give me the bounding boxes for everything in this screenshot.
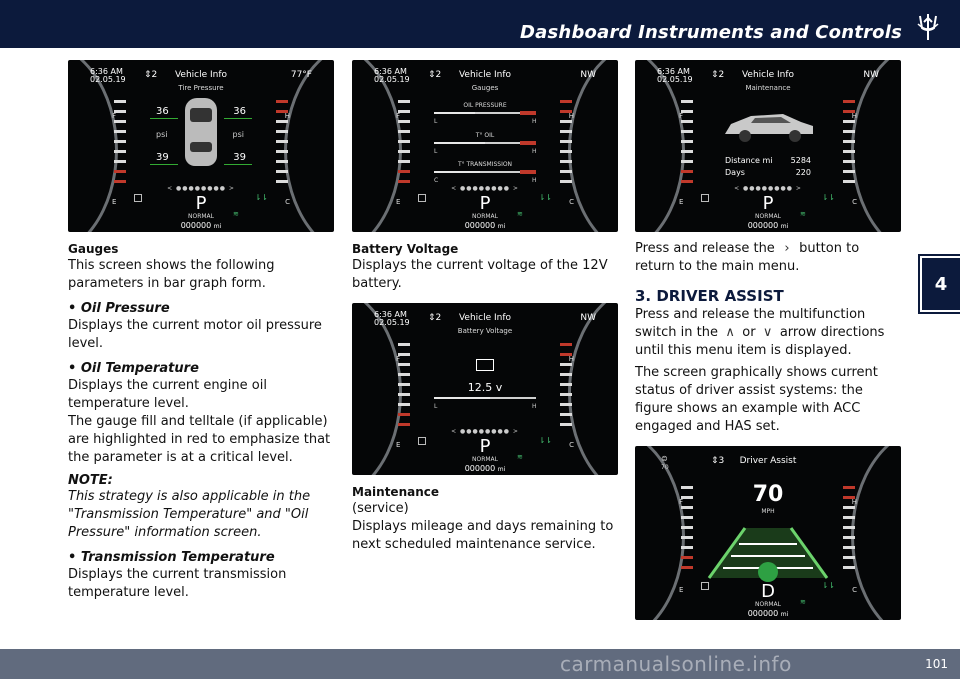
maintenance-heading: Maintenance [352, 485, 440, 499]
bullet-oil-pressure: • Oil Pressure [68, 301, 170, 316]
chevron-down-icon: ∨ [762, 325, 773, 340]
battery-icon [476, 359, 494, 371]
section-title: Dashboard Instruments and Controls [520, 22, 902, 43]
bullet-oil-temperature: • Oil Temperature [68, 361, 199, 376]
footer-bar: carmanualsonline.info 101 [0, 649, 960, 679]
acc-icon: ⊜ [661, 454, 668, 463]
watermark: carmanualsonline.info [560, 652, 792, 676]
battery-voltage-heading: Battery Voltage [352, 242, 459, 256]
bullet-transmission-temperature: • Transmission Temperature [68, 550, 275, 565]
note-heading: NOTE: [68, 473, 113, 488]
lane-assist-graphic [707, 527, 829, 582]
page-number: 101 [925, 657, 948, 671]
gauges-heading: Gauges [68, 242, 119, 256]
header-bar: Dashboard Instruments and Controls [0, 0, 960, 48]
note-text: This strategy is also applicable in the … [68, 489, 311, 540]
trident-logo-icon [917, 14, 939, 40]
car-side-view-icon [725, 114, 813, 142]
driver-assist-screen: F E H C ⊜ 70 ⇕3 Driver Assist 70 MPH ⇂⇂ … [635, 446, 901, 620]
chapter-tab[interactable]: 4 [920, 256, 960, 312]
chevron-up-icon: ∧ [725, 325, 735, 340]
chevron-right-icon: › [784, 241, 790, 256]
driver-assist-heading: 3. DRIVER ASSIST [635, 287, 784, 305]
car-top-view-icon [185, 98, 217, 166]
